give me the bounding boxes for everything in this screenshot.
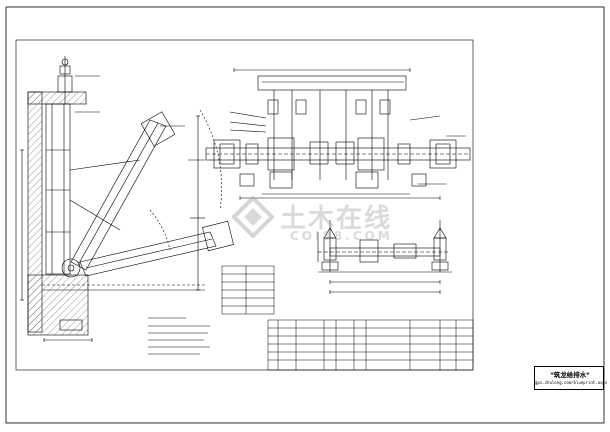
stamp-url: gps.zhulong.com/blueprint.aspx — [535, 380, 608, 385]
swing-arc-outer — [199, 109, 222, 211]
foot-right — [355, 171, 379, 189]
arm-end-upper — [140, 111, 176, 147]
foundation-block — [27, 274, 89, 336]
section-gearbox — [359, 239, 379, 263]
foot-left — [269, 171, 293, 189]
swing-arc-inner — [149, 209, 171, 251]
gate-elevation-view — [20, 56, 234, 342]
left-drum — [213, 139, 241, 169]
pivot-circle — [61, 258, 81, 278]
watermark-brand-en: COI88.COM — [290, 229, 393, 243]
arm-end-lower — [202, 220, 234, 252]
gate-column — [45, 103, 71, 275]
gearbox-right — [357, 137, 385, 171]
gate-plan-view — [205, 68, 471, 200]
hoist-section-view — [317, 220, 452, 294]
inner-frame — [15, 39, 474, 371]
gearbox-left — [267, 137, 295, 171]
hoist-wheel — [61, 58, 69, 66]
notes-block — [148, 317, 210, 355]
title-block — [267, 319, 474, 371]
base-plate — [59, 319, 83, 331]
watermark-brand-cn: 土木在线 — [280, 204, 393, 234]
wall-top-slab — [27, 91, 87, 105]
parts-table — [221, 265, 275, 315]
watermark-logo-icon — [232, 196, 274, 238]
gate-arm-lowered — [79, 231, 217, 277]
top-beam — [257, 75, 407, 91]
stamp-title: *筑龙给排水* — [550, 371, 590, 379]
source-stamp: *筑龙给排水* gps.zhulong.com/blueprint.aspx — [534, 366, 608, 390]
outer-frame — [5, 6, 605, 424]
hoist-cap — [59, 65, 71, 75]
right-drum — [429, 139, 457, 169]
